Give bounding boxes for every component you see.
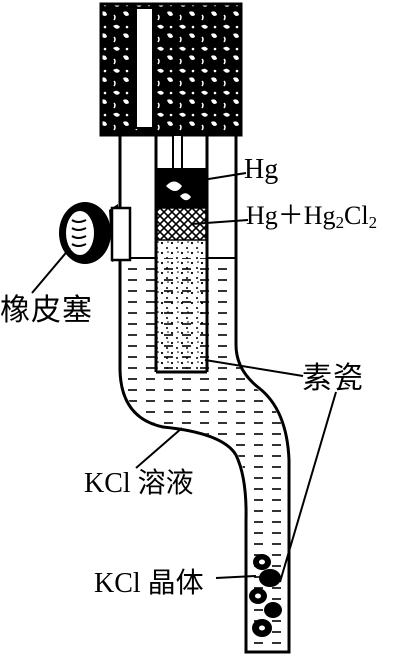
leader-rubber-stopper xyxy=(31,247,71,294)
leader-porous-porcelain xyxy=(204,359,304,377)
leader-kcl-crystal xyxy=(215,575,257,579)
inner-tube xyxy=(154,134,209,374)
label-porous-porcelain: 素瓷 xyxy=(302,362,364,395)
label-mercury-calomel-prefix: Hg＋Hg xyxy=(246,201,336,230)
inner-filling xyxy=(157,240,206,371)
leader-hg xyxy=(189,172,247,183)
leader-kcl-solution xyxy=(135,427,183,469)
label-subscript-1: 2 xyxy=(335,213,345,233)
label-subscript-2: 2 xyxy=(368,213,378,233)
mercury-layer xyxy=(157,168,206,208)
label-mercury-calomel: Hg＋Hg2Cl2 xyxy=(246,203,377,232)
rubber-stopper xyxy=(59,202,132,264)
label-kcl-crystal: KCl 晶体 xyxy=(94,568,204,599)
kcl-crystals xyxy=(249,554,282,637)
leader-lines xyxy=(31,172,337,583)
label-kcl-solution: KCl 溶液 xyxy=(84,468,194,499)
label-mercury-calomel-cl: Cl xyxy=(344,201,369,230)
label-mercury: Hg xyxy=(244,154,279,185)
leader-hg-hg2cl2 xyxy=(191,219,249,225)
electrode-cap xyxy=(99,2,243,137)
leader-porcelain-tip xyxy=(279,391,337,583)
label-rubber-stopper: 橡皮塞 xyxy=(0,294,93,327)
